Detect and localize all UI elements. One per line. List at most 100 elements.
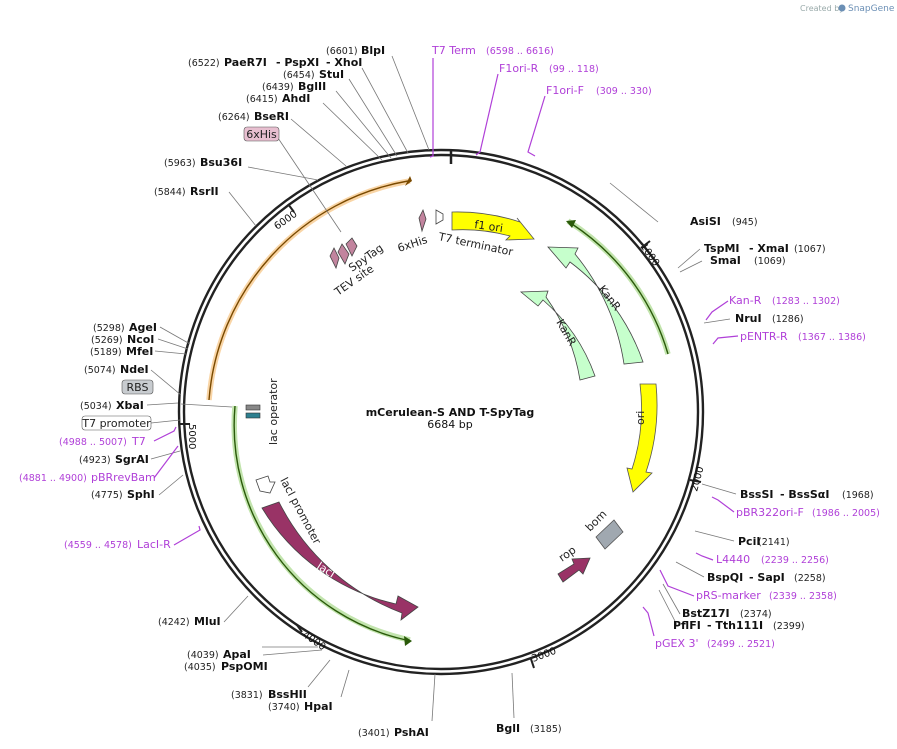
tick-label-5000: 5000 bbox=[186, 424, 197, 449]
enzyme-name[interactable]: PflFI bbox=[673, 619, 701, 632]
enzyme-name[interactable]: BglI bbox=[496, 722, 520, 735]
t7-promoter-box-label: T7 promoter bbox=[81, 417, 151, 430]
enzyme-name[interactable]: BssHII bbox=[268, 688, 307, 701]
enzyme-name[interactable]: PshAI bbox=[394, 726, 429, 739]
enzyme-name[interactable]: SgrAI bbox=[115, 453, 149, 466]
tick-6000 bbox=[287, 203, 295, 213]
enzyme-pos: (2399) bbox=[773, 621, 805, 632]
primer-name[interactable]: F1ori-R bbox=[499, 62, 539, 75]
lac-operator-label: lac operator bbox=[267, 378, 280, 445]
enzyme-name[interactable]: NruI bbox=[735, 312, 762, 325]
primer-pos: (4559 .. 4578) bbox=[64, 540, 132, 551]
tick-label-6000: 6000 bbox=[272, 209, 299, 233]
enzyme-name[interactable]: BseRI bbox=[254, 110, 289, 123]
enzyme-pos: (2141) bbox=[758, 537, 790, 548]
enzyme-name[interactable]: MluI bbox=[194, 615, 221, 628]
lac-operator-box bbox=[245, 404, 261, 411]
tev-arrow-a bbox=[337, 243, 350, 265]
primer-name[interactable]: Kan-R bbox=[729, 294, 762, 307]
tick-3000 bbox=[530, 658, 535, 669]
enzyme-name[interactable]: PciI bbox=[738, 535, 760, 548]
enzyme-name[interactable]: SphI bbox=[127, 488, 155, 501]
spytag-arrow bbox=[345, 237, 358, 257]
primer-name[interactable]: pRS-marker bbox=[696, 589, 761, 602]
bom-box bbox=[595, 519, 624, 550]
enzyme-name[interactable]: AsiSI bbox=[690, 215, 721, 228]
enzyme-name[interactable]: - XhoI bbox=[326, 56, 362, 69]
enzyme-pos: (5298) bbox=[93, 323, 125, 334]
enzyme-name[interactable]: NdeI bbox=[120, 363, 149, 376]
enzyme-name[interactable]: PspOMI bbox=[221, 660, 268, 673]
enzyme-pos: (4039) bbox=[187, 650, 219, 661]
kanr-inner-arrow bbox=[519, 290, 596, 381]
enzyme-name[interactable]: BlpI bbox=[361, 44, 385, 57]
green-left-arc bbox=[233, 405, 407, 641]
enzyme-name[interactable]: BssSI bbox=[740, 488, 774, 501]
enzyme-pos: (3401) bbox=[358, 728, 390, 739]
laci-promoter-arrow bbox=[255, 475, 276, 494]
primer-name[interactable]: F1ori-F bbox=[546, 84, 584, 97]
rbs-box bbox=[121, 379, 154, 395]
enzyme-name[interactable]: RsrII bbox=[190, 185, 219, 198]
green-left-arrow bbox=[404, 636, 412, 646]
enzyme-pos: (6415) bbox=[246, 94, 278, 105]
snapgene-logo-icon bbox=[838, 4, 846, 12]
enzyme-name[interactable]: BspQI bbox=[707, 571, 743, 584]
primer-name[interactable]: LacI-R bbox=[137, 538, 171, 551]
enzyme-name[interactable]: XbaI bbox=[116, 399, 144, 412]
enzyme-name[interactable]: AhdI bbox=[282, 92, 310, 105]
enzyme-name[interactable]: AgeI bbox=[129, 321, 157, 334]
enzyme-pos: (6264) bbox=[218, 112, 250, 123]
tick-4000 bbox=[296, 624, 303, 633]
enzyme-pos: (4775) bbox=[91, 490, 123, 501]
primer-name[interactable]: T7 bbox=[131, 435, 146, 448]
primer-name[interactable]: pENTR-R bbox=[740, 330, 788, 343]
f1-ori-arrow bbox=[451, 211, 535, 241]
enzyme-name[interactable]: StuI bbox=[319, 68, 344, 81]
primer-pos: (6598 .. 6616) bbox=[486, 46, 554, 57]
primer-pos: (4988 .. 5007) bbox=[59, 437, 127, 448]
enzyme-name[interactable]: BstZ17I bbox=[682, 607, 730, 620]
orange-region-arc bbox=[208, 180, 409, 401]
t7-promoter-label-box bbox=[81, 415, 152, 431]
primer-name[interactable]: pGEX 3' bbox=[655, 637, 699, 650]
backbone-outer-ring bbox=[182, 153, 700, 671]
green-top-arrow bbox=[566, 220, 576, 228]
laci-arrow bbox=[261, 501, 419, 621]
rbs-box-label: RBS bbox=[127, 381, 149, 394]
primer-name[interactable]: L4440 bbox=[716, 553, 750, 566]
enzyme-name[interactable]: - Tth111I bbox=[707, 619, 763, 632]
enzyme-name[interactable]: TspMI bbox=[704, 242, 740, 255]
enzyme-name[interactable]: BglII bbox=[298, 80, 326, 93]
primer-name[interactable]: pBRrevBam bbox=[91, 471, 156, 484]
credit-text: Created by bbox=[800, 4, 844, 13]
enzyme-pos: (3831) bbox=[231, 690, 263, 701]
enzyme-name[interactable]: Bsu36I bbox=[200, 156, 242, 169]
enzyme-name[interactable]: ApaI bbox=[223, 648, 251, 661]
enzyme-name[interactable]: MfeI bbox=[126, 345, 153, 358]
enzyme-name[interactable]: SmaI bbox=[710, 254, 741, 267]
tev-arrow-b bbox=[329, 247, 340, 270]
enzyme-name[interactable]: - SapI bbox=[749, 571, 785, 584]
enzyme-pos: (6522) bbox=[188, 58, 220, 69]
enzyme-pos: (5034) bbox=[80, 401, 112, 412]
enzyme-pos: (2374) bbox=[740, 609, 772, 620]
enzyme-name[interactable]: PaeR7I bbox=[224, 56, 267, 69]
green-top-arc bbox=[571, 223, 669, 355]
primer-name[interactable]: pBR322ori-F bbox=[736, 506, 804, 519]
primer-name[interactable]: T7 Term bbox=[431, 44, 476, 57]
rop-arrow bbox=[557, 557, 591, 583]
enzyme-name[interactable]: - XmaI bbox=[749, 242, 789, 255]
enzyme-name[interactable]: - BssSαI bbox=[780, 488, 829, 501]
enzyme-pos: (4242) bbox=[158, 617, 190, 628]
enzyme-pos: (2258) bbox=[794, 573, 826, 584]
tick-2000 bbox=[689, 479, 702, 483]
enzyme-name[interactable]: - PspXI bbox=[276, 56, 319, 69]
enzyme-name[interactable]: NcoI bbox=[127, 333, 154, 346]
orange-region-glow bbox=[206, 178, 411, 401]
tick-label-1000: 1000 bbox=[638, 241, 662, 268]
enzyme-pos: (945) bbox=[732, 217, 758, 228]
enzyme-pos: (5963) bbox=[164, 158, 196, 169]
enzyme-name[interactable]: HpaI bbox=[304, 700, 333, 713]
f1-ori-label: f1 ori bbox=[474, 218, 504, 235]
